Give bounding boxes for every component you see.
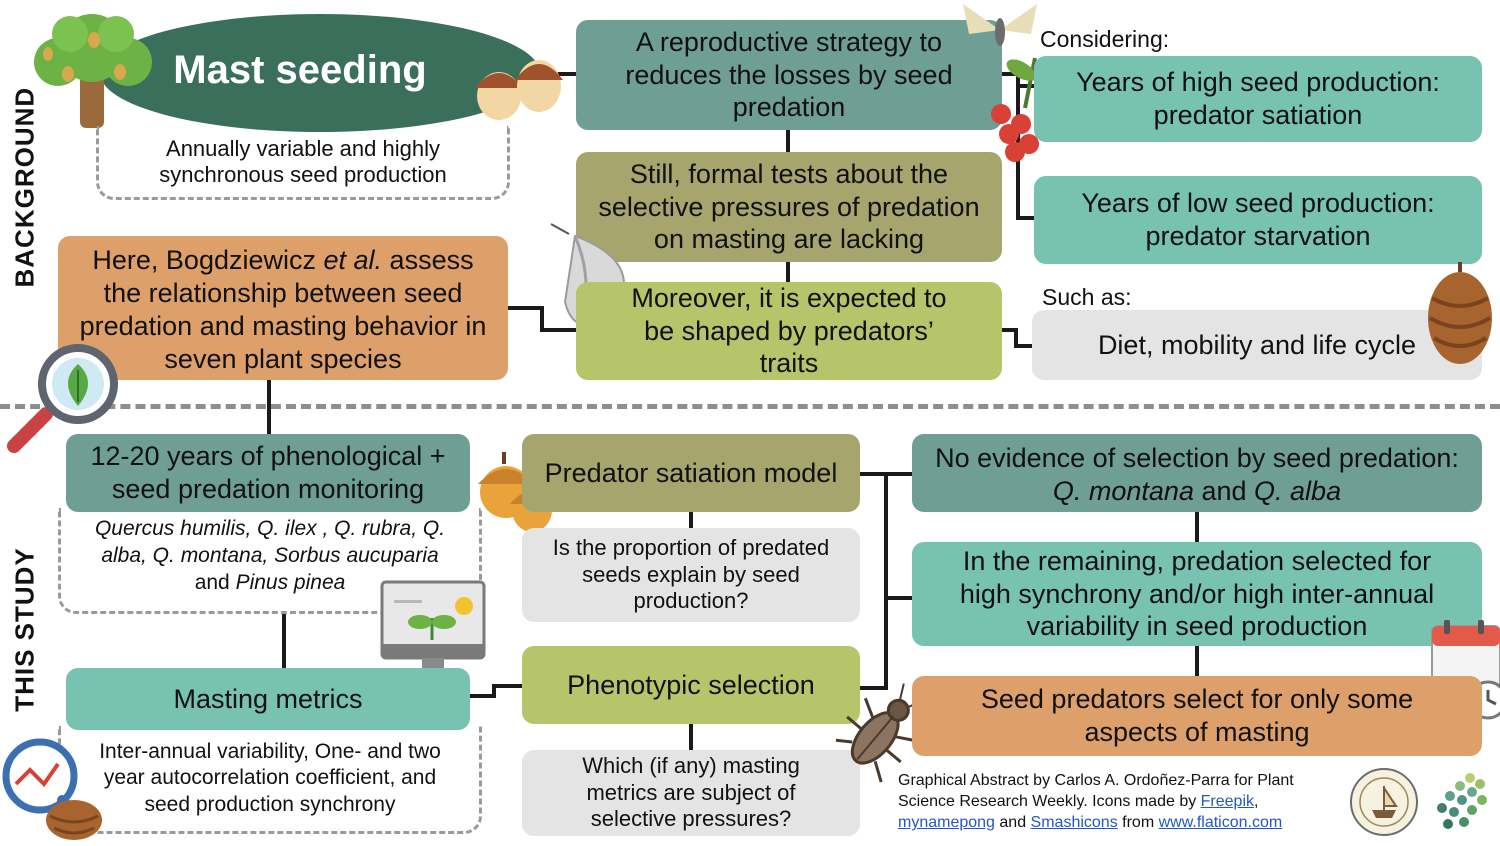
connector [492, 684, 496, 698]
connector [282, 612, 286, 668]
connector [1000, 72, 1018, 76]
mynamepong-link[interactable]: mynamepong [898, 814, 995, 832]
connector [540, 328, 576, 332]
connector [884, 472, 888, 688]
phenotypic-selection-question: Which (if any) masting metrics are subje… [522, 750, 860, 836]
smashicons-link[interactable]: Smashicons [1030, 814, 1118, 832]
study-aim-text-rest: assess the relationship between seed pre… [79, 245, 487, 374]
magnifier-leaf-icon [7, 344, 118, 453]
connector [470, 694, 494, 698]
connector [786, 262, 790, 282]
dots-logo-icon [1437, 773, 1487, 829]
connector [786, 128, 790, 152]
credit-comma: , [1254, 793, 1259, 811]
berries-icon [991, 57, 1062, 162]
monitoring-box: 12-20 years of phenological + seed preda… [66, 434, 470, 512]
species-last: Pinus pinea [235, 570, 346, 594]
freepik-link[interactable]: Freepik [1200, 793, 1255, 811]
no-evidence-and: and [1193, 475, 1255, 506]
study-aim-text: Here, Bogdziewicz [92, 245, 324, 275]
connector [860, 686, 888, 690]
connector [884, 596, 914, 600]
species-list: Quercus humilis, Q. ilex , Q. rubra, Q. … [58, 508, 482, 614]
connector [689, 724, 693, 750]
connector [1016, 216, 1036, 220]
connector [267, 378, 271, 438]
credit-from: from [1117, 814, 1159, 832]
page-title: Mast seeding [173, 48, 427, 92]
tree-icon [34, 14, 152, 128]
credit-and: and [994, 814, 1031, 832]
this-study-section-label: THIS STUDY [9, 547, 40, 712]
no-evidence-species-2: Q. alba [1254, 475, 1342, 506]
low-seed-production-box: Years of low seed production: predator s… [1034, 176, 1482, 264]
predator-satiation-model-box: Predator satiation model [522, 434, 860, 512]
flaticon-link[interactable]: www.flaticon.com [1158, 814, 1283, 832]
society-logo-icon [1350, 768, 1418, 836]
masting-metrics-box: Masting metrics [66, 668, 470, 730]
credits: Graphical Abstract by Carlos A. Ordoñez-… [898, 770, 1328, 833]
conclusion-box: Seed predators select for only some aspe… [912, 676, 1482, 756]
beetle-icon [836, 683, 925, 783]
credit-line-1: Graphical Abstract by Carlos A. Ordoñez-… [898, 772, 1294, 789]
predator-traits-box: Diet, mobility and life cycle [1032, 310, 1482, 380]
species-names: Quercus humilis, Q. ilex , Q. rubra, Q. … [94, 517, 446, 567]
background-section-label: BACKGROUND [9, 86, 40, 288]
mast-seeding-description: Annually variable and highly synchronous… [96, 126, 510, 200]
remaining-selection-box: In the remaining, predation selected for… [912, 542, 1482, 646]
magnifier-chart-icon [2, 738, 102, 840]
connector [1195, 646, 1199, 678]
connector [540, 306, 544, 332]
section-divider [0, 404, 1500, 409]
strategy-box: A reproductive strategy to reduces the l… [576, 20, 1002, 130]
high-seed-production-box: Years of high seed production: predator … [1034, 56, 1482, 142]
connector [1000, 328, 1016, 332]
credit-line-2: Science Research Weekly. Icons made by [898, 793, 1201, 811]
connector [492, 684, 522, 688]
connector [508, 306, 542, 310]
moreover-box: Moreover, it is expected to be shaped by… [576, 282, 1002, 380]
study-aim-box: Here, Bogdziewicz et al. assess the rela… [58, 236, 508, 380]
connector [1195, 512, 1199, 542]
no-evidence-box: No evidence of selection by seed predati… [912, 434, 1482, 512]
connector [1014, 328, 1018, 348]
connector [1016, 84, 1036, 88]
moth-icon [963, 4, 1037, 46]
species-and: and [194, 570, 236, 594]
predator-satiation-question: Is the proportion of predated seeds expl… [522, 528, 860, 622]
no-evidence-species-1: Q. montana [1052, 475, 1194, 506]
no-evidence-text: No evidence of selection by seed predati… [935, 443, 1459, 473]
such-as-label: Such as: [1042, 284, 1132, 310]
phenotypic-selection-box: Phenotypic selection [522, 646, 860, 724]
acorn-icon [475, 60, 563, 120]
connector [1014, 344, 1034, 348]
pinecone-icon [1428, 262, 1492, 364]
connector [689, 512, 693, 528]
study-aim-et-al: et al. [323, 245, 383, 275]
considering-label: Considering: [1040, 26, 1170, 52]
still-formal-tests-box: Still, formal tests about the selective … [576, 152, 1002, 262]
mast-seeding-title-ellipse [100, 14, 540, 132]
masting-metrics-description: Inter-annual variability, One- and two y… [58, 726, 482, 834]
